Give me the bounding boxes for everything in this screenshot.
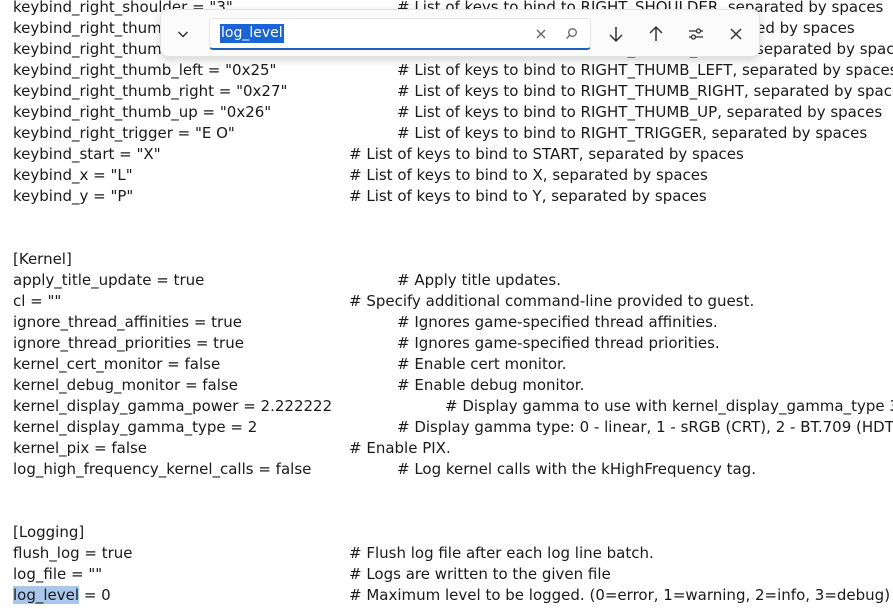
setting-comment: # List of keys to bind to Y, separated b… (349, 186, 707, 205)
find-options-button[interactable] (683, 21, 709, 47)
code-line: keybind_start = "X" # List of keys to bin… (0, 144, 893, 165)
close-icon (729, 27, 743, 41)
setting-key: ignore_thread_priorities = true (13, 333, 244, 352)
search-button[interactable] (562, 25, 580, 43)
setting-comment: # Ignores game-specified thread affiniti… (397, 312, 718, 331)
arrow-up-icon (647, 25, 665, 43)
setting-key: [Logging] (13, 522, 85, 541)
code-line: log_high_frequency_kernel_calls = false #… (0, 459, 893, 480)
clear-search-button[interactable] (532, 25, 550, 43)
setting-key: keybind_right_thumb (13, 18, 172, 37)
setting-key: cl = "" (13, 291, 62, 310)
find-previous-button[interactable] (643, 21, 669, 47)
setting-comment: # List of keys to bind to RIGHT_TRIGGER,… (397, 123, 868, 142)
find-toggle-button[interactable] (170, 21, 196, 47)
setting-key: ignore_thread_affinities = true (13, 312, 242, 331)
setting-key: kernel_display_gamma_type = 2 (13, 417, 258, 436)
setting-key: keybind_start = "X" (13, 144, 161, 163)
setting-key: log_high_frequency_kernel_calls = false (13, 459, 312, 478)
code-line: keybind_right_thumb_up = "0x26" # List of… (0, 102, 893, 123)
setting-comment: # Apply title updates. (397, 270, 561, 289)
code-line: keybind_right_thumb_left = "0x25" # List … (0, 60, 893, 81)
code-line: log_file = "" # Logs are written to the g… (0, 564, 893, 585)
setting-key: keybind_right_thumb_up = "0x26" (13, 102, 272, 121)
code-line: apply_title_update = true # Apply title u… (0, 270, 893, 291)
setting-key: [Kernel] (13, 249, 72, 268)
setting-comment: # Specify additional command-line provid… (349, 291, 755, 310)
code-line: kernel_debug_monitor = false # Enable deb… (0, 375, 893, 396)
setting-comment: # Enable PIX. (349, 438, 451, 457)
setting-key: keybind_x = "L" (13, 165, 133, 184)
setting-key: keybind_right_trigger = "E O" (13, 123, 235, 142)
setting-comment: # List of keys to bind to START, separat… (349, 144, 744, 163)
setting-comment: # Enable debug monitor. (397, 375, 585, 394)
setting-comment: # List of keys to bind to RIGHT_THUMB_LE… (397, 60, 893, 79)
setting-key: kernel_pix = false (13, 438, 148, 457)
setting-comment: # Display gamma to use with kernel_displ… (445, 396, 893, 415)
setting-key: keybind_right_thumb_left = "0x25" (13, 60, 277, 79)
close-find-button[interactable] (723, 21, 749, 47)
setting-key: kernel_cert_monitor = false (13, 354, 221, 373)
code-line: keybind_y = "P" # List of keys to bind to… (0, 186, 893, 207)
setting-comment: # Display gamma type: 0 - linear, 1 - sR… (397, 417, 893, 436)
find-input[interactable]: log_level (209, 18, 591, 50)
find-bar: log_level (160, 9, 760, 57)
code-line: flush_log = true # Flush log file after e… (0, 543, 893, 564)
setting-key: apply_title_update = true (13, 270, 205, 289)
setting-key: log_file = "" (13, 564, 103, 583)
code-line: kernel_pix = false # Enable PIX. (0, 438, 893, 459)
setting-key-rest: = 0 (79, 585, 111, 604)
code-line: keybind_x = "L" # List of keys to bind to… (0, 165, 893, 186)
search-match: log_level (13, 585, 80, 604)
setting-comment: # Flush log file after each log line bat… (349, 543, 654, 562)
code-line: [Logging] (0, 522, 893, 543)
arrow-down-icon (607, 25, 625, 43)
setting-comment: # Enable cert monitor. (397, 354, 567, 373)
setting-key: kernel_debug_monitor = false (13, 375, 238, 394)
setting-comment: # List of keys to bind to RIGHT_THUMB_UP… (397, 102, 883, 121)
setting-comment: # Log kernel calls with the kHighFrequen… (397, 459, 756, 478)
code-line: kernel_display_gamma_type = 2 # Display g… (0, 417, 893, 438)
setting-key: keybind_right_thumb_right = "0x27" (13, 81, 288, 100)
setting-comment: # List of keys to bind to X, separated b… (349, 165, 708, 184)
code-line: ignore_thread_priorities = true # Ignores… (0, 333, 893, 354)
code-line: keybind_right_trigger = "E O" # List of k… (0, 123, 893, 144)
code-line: kernel_display_gamma_power = 2.222222 # D… (0, 396, 893, 417)
setting-key: keybind_y = "P" (13, 186, 134, 205)
sliders-icon (687, 25, 705, 43)
code-line: ignore_thread_affinities = true # Ignores… (0, 312, 893, 333)
setting-key: keybind_right_thumb (13, 39, 172, 58)
find-next-button[interactable] (603, 21, 629, 47)
code-line (0, 228, 893, 249)
code-line (0, 501, 893, 522)
setting-key: flush_log = true (13, 543, 133, 562)
setting-comment: # Logs are written to the given file (349, 564, 611, 583)
magnifier-icon (565, 25, 578, 44)
code-line: kernel_cert_monitor = false # Enable cert… (0, 354, 893, 375)
find-input-text[interactable]: log_level (220, 24, 284, 43)
code-line: cl = "" # Specify additional command-line… (0, 291, 893, 312)
code-line (0, 207, 893, 228)
chevron-down-icon (176, 27, 190, 41)
setting-comment: # List of keys to bind to RIGHT_THUMB_RI… (397, 81, 893, 100)
code-line: keybind_right_thumb_right = "0x27" # List… (0, 81, 893, 102)
setting-comment: # Ignores game-specified thread prioriti… (397, 333, 720, 352)
code-line: log_level = 0 # Maximum level to be logge… (0, 585, 893, 606)
setting-key: kernel_display_gamma_power = 2.222222 (13, 396, 333, 415)
clear-x-icon (535, 25, 547, 44)
code-line (0, 480, 893, 501)
setting-comment: # Maximum level to be logged. (0=error, … (349, 585, 891, 604)
code-line: [Kernel] (0, 249, 893, 270)
setting-key: log_level = 0 (13, 585, 111, 606)
